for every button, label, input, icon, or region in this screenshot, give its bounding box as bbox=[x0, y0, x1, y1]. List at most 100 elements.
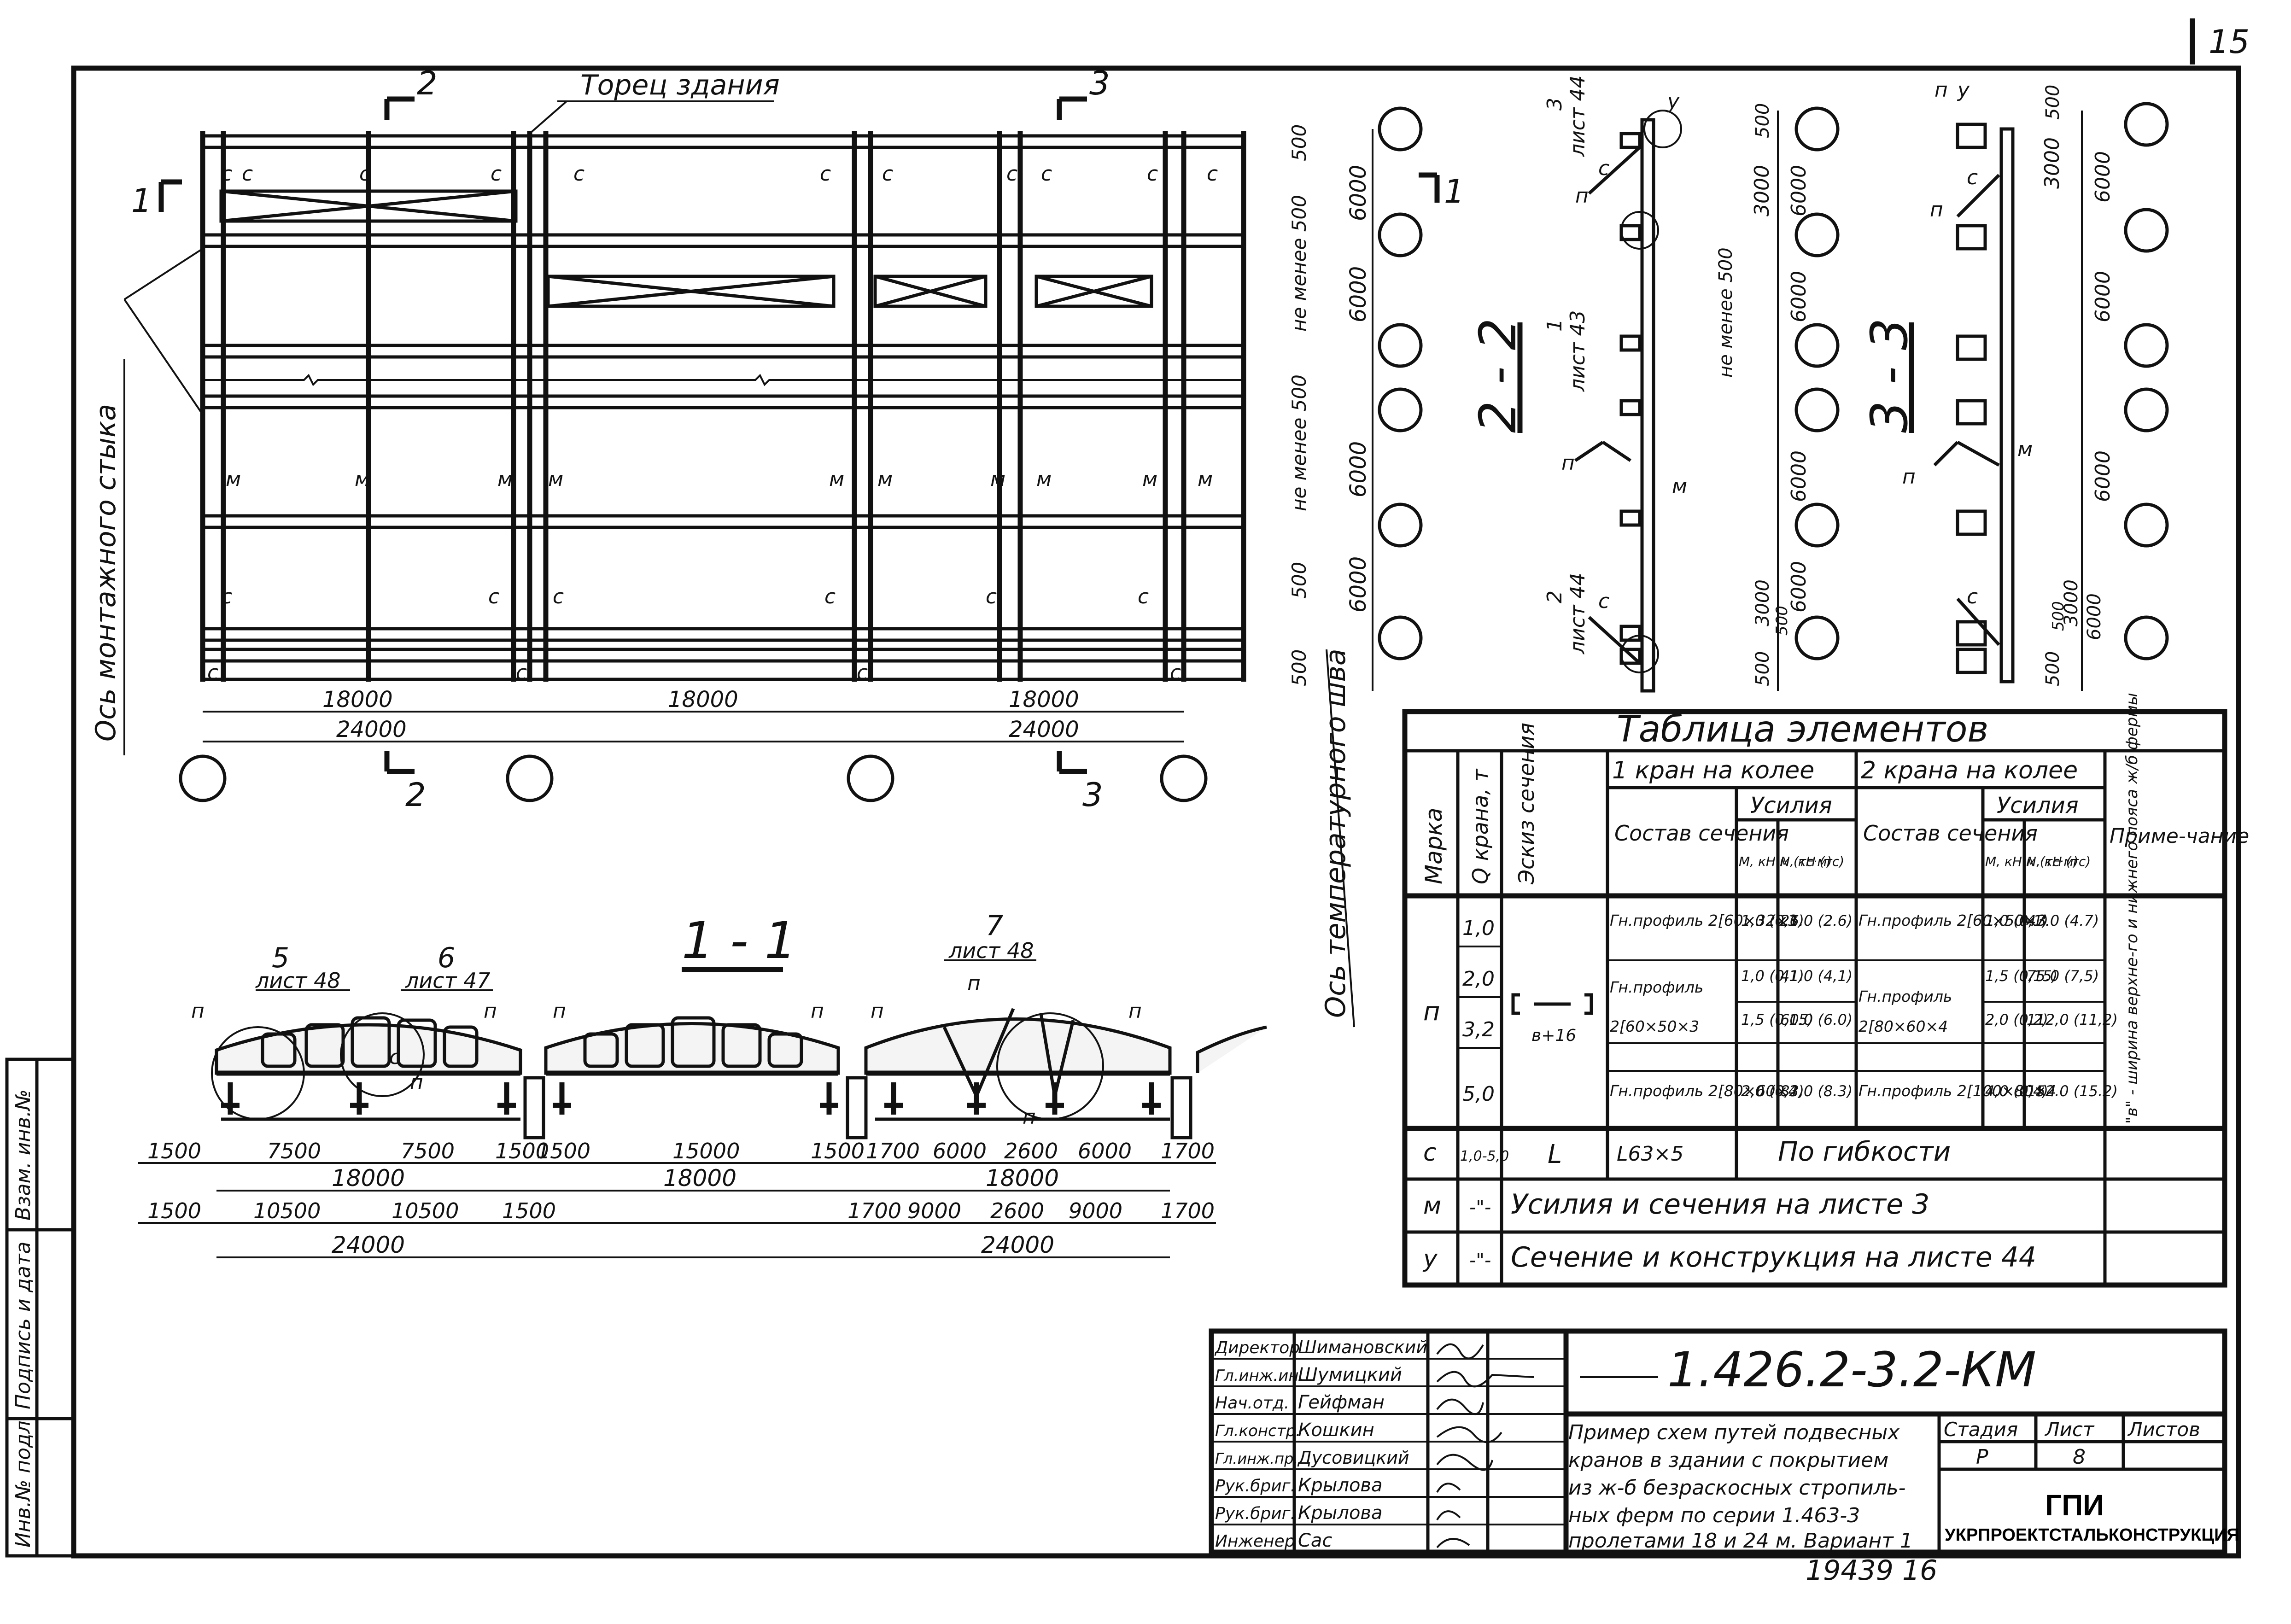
svg-text:Крылова: Крылова bbox=[1298, 1475, 1383, 1496]
svg-text:24000: 24000 bbox=[332, 1232, 405, 1258]
svg-text:лист 48: лист 48 bbox=[255, 968, 341, 993]
svg-text:1,0: 1,0 bbox=[1462, 917, 1495, 940]
svg-text:2,0 (0,2): 2,0 (0,2) bbox=[1741, 1082, 1804, 1100]
svg-text:1700: 1700 bbox=[847, 1198, 901, 1223]
svg-text:1,0 (0,1): 1,0 (0,1) bbox=[1741, 912, 1804, 929]
svg-text:18000: 18000 bbox=[332, 1165, 405, 1192]
svg-text:1500: 1500 bbox=[502, 1198, 556, 1223]
svg-text:7: 7 bbox=[986, 910, 1003, 942]
svg-text:Пример схем путей подвесных: Пример схем путей подвесных bbox=[1568, 1421, 1900, 1444]
svg-text:6000: 6000 bbox=[2091, 271, 2115, 322]
svg-text:п: п bbox=[484, 999, 497, 1023]
mark-c: с bbox=[986, 585, 997, 608]
svg-text:Усилия: Усилия bbox=[1750, 793, 1832, 818]
svg-text:Состав сечения: Состав сечения bbox=[1614, 821, 1789, 846]
svg-text:2[80×60×4: 2[80×60×4 bbox=[1859, 1017, 1948, 1035]
svg-text:в+16: в+16 bbox=[1531, 1026, 1576, 1045]
svg-text:Р: Р bbox=[1976, 1445, 1988, 1469]
svg-text:3000: 3000 bbox=[1750, 165, 1774, 216]
svg-text:500: 500 bbox=[1288, 124, 1310, 161]
svg-text:1 кран на колее: 1 кран на колее bbox=[1612, 757, 1814, 784]
svg-text:1500: 1500 bbox=[147, 1198, 201, 1223]
svg-text:500: 500 bbox=[1752, 103, 1773, 138]
svg-text:п: п bbox=[1930, 198, 1943, 222]
svg-text:не менее 500: не менее 500 bbox=[1288, 374, 1310, 511]
svg-text:у: у bbox=[1666, 90, 1680, 113]
svg-text:-"-: -"- bbox=[1469, 1250, 1491, 1271]
svg-text:Гн.профиль: Гн.профиль bbox=[1610, 978, 1703, 996]
section-markers: 1 1 2 2 3 3 bbox=[131, 64, 1465, 814]
svg-text:2: 2 bbox=[1543, 590, 1566, 603]
svg-text:Эскиз сечения: Эскиз сечения bbox=[1514, 723, 1539, 885]
mark-m: м bbox=[829, 467, 844, 491]
mark-c: с bbox=[491, 162, 502, 186]
svg-text:п: п bbox=[1023, 1105, 1036, 1129]
mark-c: с bbox=[1006, 162, 1017, 186]
svg-text:1,5 (0,15): 1,5 (0,15) bbox=[1985, 967, 2057, 985]
svg-text:6000: 6000 bbox=[2091, 151, 2115, 203]
svg-text:6000: 6000 bbox=[1345, 556, 1371, 613]
plan-view: с с с с с с с с с с с м м м м м м м м м … bbox=[90, 64, 1465, 1028]
svg-text:3000: 3000 bbox=[1752, 579, 1773, 626]
svg-text:у: у bbox=[1422, 1245, 1438, 1273]
svg-text:лист 47: лист 47 bbox=[405, 968, 491, 993]
section-sketch bbox=[1511, 993, 1593, 1015]
svg-text:60.0 (6.0): 60.0 (6.0) bbox=[1780, 1011, 1853, 1028]
svg-text:1500: 1500 bbox=[811, 1139, 865, 1163]
mark-c: с bbox=[516, 661, 527, 684]
svg-text:15000: 15000 bbox=[672, 1139, 740, 1163]
svg-text:500: 500 bbox=[1288, 562, 1310, 599]
svg-text:Марка: Марка bbox=[1420, 808, 1447, 884]
mark-c: с bbox=[221, 585, 232, 608]
svg-text:83,0 (8.3): 83,0 (8.3) bbox=[1780, 1082, 1853, 1100]
svg-text:3000: 3000 bbox=[2040, 137, 2064, 189]
mark-c: с bbox=[242, 162, 253, 186]
svg-text:Усилия: Усилия bbox=[1997, 793, 2079, 818]
section-mark-2: 2 bbox=[417, 64, 438, 102]
signatures bbox=[1436, 1343, 1534, 1548]
svg-text:п: п bbox=[871, 999, 884, 1023]
mark-m: м bbox=[1142, 467, 1157, 491]
dim: 18000 bbox=[668, 687, 738, 713]
section-2-2: 2 - 2 лист 44 3 лист 43 1 лист 44 2 у п … bbox=[1468, 75, 1840, 693]
svg-text:п: п bbox=[1128, 999, 1142, 1023]
svg-text:L63×5: L63×5 bbox=[1617, 1142, 1683, 1166]
svg-text:Листов: Листов bbox=[2127, 1418, 2200, 1441]
svg-text:1,0 (0,1): 1,0 (0,1) bbox=[1985, 912, 2048, 929]
mark-c: с bbox=[488, 585, 499, 608]
svg-text:18000: 18000 bbox=[663, 1165, 736, 1192]
svg-text:1,5 (0,15): 1,5 (0,15) bbox=[1741, 1011, 1813, 1028]
svg-text:ных ферм по серии 1.463-3: ных ферм по серии 1.463-3 bbox=[1568, 1504, 1860, 1527]
svg-text:с: с bbox=[1598, 590, 1609, 613]
mark-c: с bbox=[359, 162, 370, 186]
svg-text:Шимановский: Шимановский bbox=[1298, 1337, 1427, 1357]
svg-text:6000: 6000 bbox=[1345, 441, 1371, 497]
svg-text:Дусовицкий: Дусовицкий bbox=[1297, 1448, 1409, 1468]
section-3-3: 3 - 3 п у п п с с м 500 3000 6000 6000 6… bbox=[1860, 78, 2169, 691]
svg-text:Приме-чание: Приме-чание bbox=[2110, 824, 2249, 848]
svg-text:пролетами 18 и 24 м. Вариант 1: пролетами 18 и 24 м. Вариант 1 bbox=[1568, 1529, 1913, 1553]
svg-text:152.0 (15.2): 152.0 (15.2) bbox=[2027, 1082, 2118, 1100]
svg-text:24000: 24000 bbox=[981, 1232, 1054, 1258]
svg-text:Шумицкий: Шумицкий bbox=[1298, 1364, 1402, 1385]
svg-text:Гл.инж.ин.: Гл.инж.ин. bbox=[1215, 1367, 1303, 1385]
side-stamp: Инв.№ подл. Подпись и дата Взам. инв.№ bbox=[5, 1057, 76, 1558]
svg-text:не менее 500: не менее 500 bbox=[1715, 247, 1736, 378]
title-block: Директор Гл.инж.ин. Нач.отд. Гл.констр. … bbox=[1209, 1328, 2239, 1555]
svg-text:Крылова: Крылова bbox=[1298, 1502, 1383, 1524]
archive-number: 19439 16 bbox=[1806, 1554, 1937, 1587]
svg-text:м: м bbox=[1672, 474, 1687, 498]
mark-m: м bbox=[226, 467, 241, 491]
svg-text:По гибкости: По гибкости bbox=[1778, 1136, 1951, 1167]
svg-text:1700: 1700 bbox=[1161, 1139, 1215, 1163]
mark-m: м bbox=[877, 467, 893, 491]
svg-text:1700: 1700 bbox=[866, 1139, 920, 1163]
dim: 18000 bbox=[322, 687, 393, 713]
mark-c: с bbox=[824, 585, 836, 608]
svg-text:2,0: 2,0 bbox=[1462, 967, 1495, 991]
mark-c: с bbox=[1207, 162, 1218, 186]
mark-m: м bbox=[548, 467, 563, 491]
mark-m: м bbox=[990, 467, 1005, 491]
svg-text:75.0 (7,5): 75.0 (7,5) bbox=[2027, 967, 2099, 985]
svg-text:п: п bbox=[191, 999, 205, 1023]
